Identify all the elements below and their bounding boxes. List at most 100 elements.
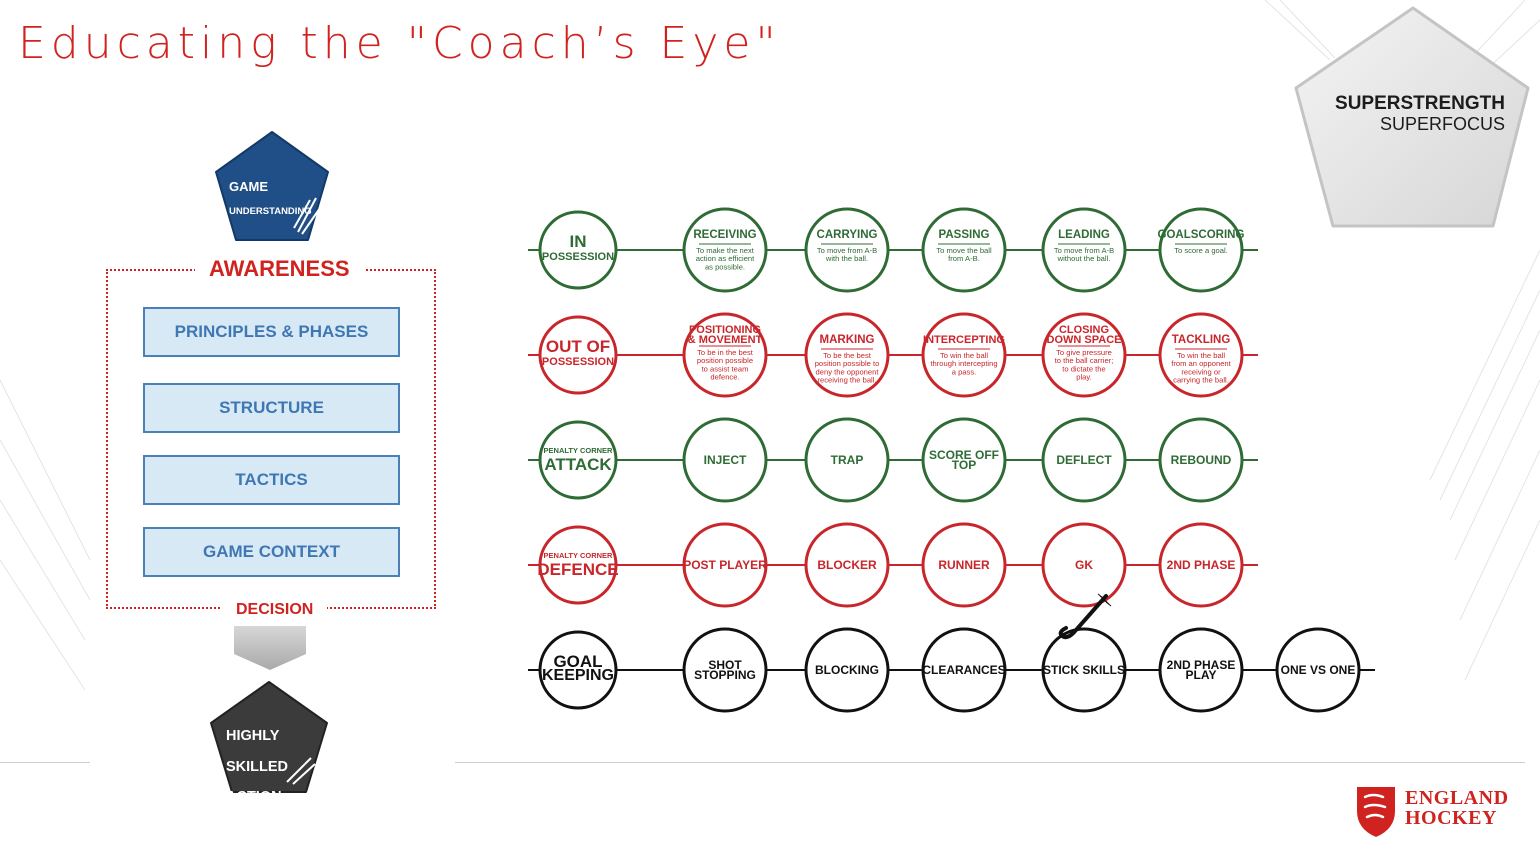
row-3-item-1-circle bbox=[804, 522, 890, 608]
row-4-item-4-circle bbox=[1158, 627, 1244, 713]
row-0-item-3-desc-1: without the ball. bbox=[1057, 254, 1111, 263]
row-0-item-0-desc-2: as possible. bbox=[705, 262, 745, 271]
row-0-label-a-0: IN bbox=[570, 232, 587, 251]
row-4-item-1-circle bbox=[804, 627, 890, 713]
row-0-item-0-circle bbox=[682, 207, 768, 293]
row-0-item-2-circle bbox=[921, 207, 1007, 293]
row-1-item-2-title-0: INTERCEPTING bbox=[923, 334, 1005, 346]
row-1-item-1-desc-0: To be the best bbox=[823, 351, 872, 360]
row-3-label-small-0: PENALTY CORNER bbox=[544, 551, 613, 560]
row-0-item-4-title-0: GOALSCORING bbox=[1158, 229, 1245, 241]
row-1-item-3-desc-3: play. bbox=[1076, 373, 1091, 382]
row-4-label-circle bbox=[538, 630, 618, 710]
row-1-item-3-desc-2: to dictate the bbox=[1062, 364, 1105, 373]
row-4-item-4-title-0: 2ND PHASE bbox=[1167, 658, 1236, 672]
row-2-item-0-circle bbox=[682, 417, 768, 503]
decision-heading: DECISION bbox=[222, 601, 328, 619]
row-1-item-1-desc-3: receiving the ball. bbox=[817, 376, 876, 385]
row-2-label-0: ATTACK bbox=[544, 455, 612, 474]
england-hockey-wordmark: ENGLAND HOCKEY bbox=[1405, 788, 1509, 828]
row-1-item-1-desc-1: position possible to bbox=[815, 359, 880, 368]
row-4-label-b-0: KEEPING bbox=[542, 667, 614, 684]
row-0-item-1-desc-0: To move from A-B bbox=[817, 246, 877, 255]
row-0-item-2-desc-1: from A-B. bbox=[948, 254, 980, 263]
row-2-item-4-circle bbox=[1158, 417, 1244, 503]
row-1-item-2-desc-2: a pass. bbox=[952, 367, 976, 376]
logo-line1: ENGLAND bbox=[1405, 787, 1509, 809]
row-1-item-0-desc-0: To be in the best bbox=[697, 348, 754, 357]
hockey-stick-shaft bbox=[1058, 594, 1108, 640]
row-1-item-0-desc-2: to assist team bbox=[702, 364, 749, 373]
row-0-item-0-desc-0: To make the next bbox=[696, 246, 755, 255]
row-0-item-1-title-0: CARRYING bbox=[817, 229, 878, 241]
game-context-box: GAME CONTEXT bbox=[143, 527, 400, 577]
action-label: ACTION bbox=[226, 789, 282, 806]
row-4-item-5-circle bbox=[1275, 627, 1361, 713]
row-1-item-4-desc-3: carrying the ball. bbox=[1173, 376, 1229, 385]
understanding-label: UNDERSTANDING bbox=[229, 205, 312, 217]
row-3-item-3-circle bbox=[1041, 522, 1127, 608]
down-arrow-icon bbox=[234, 626, 306, 670]
superstrength-line2: SUPERFOCUS bbox=[1379, 113, 1505, 134]
row-2-item-0-title-0: INJECT bbox=[704, 453, 747, 467]
row-1-item-2-desc-1: through intercepting bbox=[930, 359, 997, 368]
hockey-stick-icon bbox=[1058, 593, 1112, 640]
hockey-stick-grip-4 bbox=[1105, 601, 1112, 607]
game-understanding-pentagon bbox=[215, 131, 329, 241]
row-3-item-2-title-0: RUNNER bbox=[938, 558, 990, 572]
row-2-label-small-0: PENALTY CORNER bbox=[544, 446, 613, 455]
logo-line2: HOCKEY bbox=[1405, 807, 1497, 829]
row-2-item-1-circle bbox=[804, 417, 890, 503]
row-0-item-3-circle bbox=[1041, 207, 1127, 293]
superstrength-pentagon bbox=[1294, 6, 1530, 228]
row-0-item-0-title-0: RECEIVING bbox=[693, 229, 756, 241]
highly-skilled-action-label: HIGHLY SKILLED ACTION bbox=[226, 714, 288, 821]
row-2-item-2-title-1: TOP bbox=[952, 458, 976, 472]
principles-phases-box: PRINCIPLES & PHASES bbox=[143, 307, 400, 357]
row-4-label-a-0: GOAL bbox=[553, 652, 602, 671]
row-4-item-3-title-0: STICK SKILLS bbox=[1043, 663, 1125, 677]
row-1-item-1-desc-2: deny the opponent bbox=[816, 367, 880, 376]
row-3-item-2-circle bbox=[921, 522, 1007, 608]
row-2-item-4-title-0: REBOUND bbox=[1171, 453, 1232, 467]
game-label: GAME bbox=[229, 178, 268, 194]
row-4-item-0-circle bbox=[682, 627, 768, 713]
row-2-item-1-title-0: TRAP bbox=[831, 453, 864, 467]
row-2-label-circle bbox=[538, 420, 618, 500]
row-3-label-0: DEFENCE bbox=[537, 560, 618, 579]
row-4-item-0-title-1: STOPPING bbox=[694, 668, 756, 682]
row-0-label-b-0: POSSESSION bbox=[542, 251, 614, 263]
england-hockey-shield-icon bbox=[1357, 787, 1395, 837]
row-1-item-3-title-1: DOWN SPACE bbox=[1047, 334, 1122, 346]
row-4-item-2-title-0: CLEARANCES bbox=[922, 663, 1005, 677]
superstrength-line1: SUPERSTRENGTH bbox=[1335, 93, 1505, 114]
row-4-item-3-circle bbox=[1041, 627, 1127, 713]
divider-left bbox=[0, 762, 90, 763]
row-2-item-3-title-0: DEFLECT bbox=[1056, 453, 1112, 467]
row-3-item-4-circle bbox=[1158, 522, 1244, 608]
row-2-item-2-circle bbox=[921, 417, 1007, 503]
row-1-item-3-desc-0: To give pressure bbox=[1056, 348, 1112, 357]
game-understanding-label: GAME UNDERSTANDING bbox=[229, 166, 312, 231]
row-1-item-4-desc-2: receiving or bbox=[1181, 367, 1221, 376]
row-1-item-3-title-0: CLOSING bbox=[1059, 324, 1109, 336]
skilled-label: SKILLED bbox=[226, 758, 289, 775]
row-0-label-circle bbox=[538, 210, 618, 290]
row-0-item-1-circle bbox=[804, 207, 890, 293]
row-1-label-a-0: OUT OF bbox=[546, 337, 610, 356]
structure-box: STRUCTURE bbox=[143, 383, 400, 433]
row-1-item-2-circle bbox=[921, 312, 1007, 398]
row-0-item-2-title-0: PASSING bbox=[939, 229, 990, 241]
row-1-item-2-desc-0: To win the ball bbox=[940, 351, 988, 360]
row-0-item-1-desc-1: with the ball. bbox=[825, 254, 868, 263]
row-2-item-2-title-0: SCORE OFF bbox=[929, 448, 999, 462]
superstrength-label: SUPERSTRENGTH SUPERFOCUS bbox=[1300, 93, 1505, 135]
page-title: Educating the "Coach’s Eye" bbox=[18, 18, 781, 69]
row-1-item-1-title-0: MARKING bbox=[820, 334, 875, 346]
row-0-item-3-title-0: LEADING bbox=[1058, 229, 1110, 241]
awareness-heading: AWARENESS bbox=[195, 256, 364, 282]
row-4-item-2-circle bbox=[921, 627, 1007, 713]
tactics-box: TACTICS bbox=[143, 455, 400, 505]
